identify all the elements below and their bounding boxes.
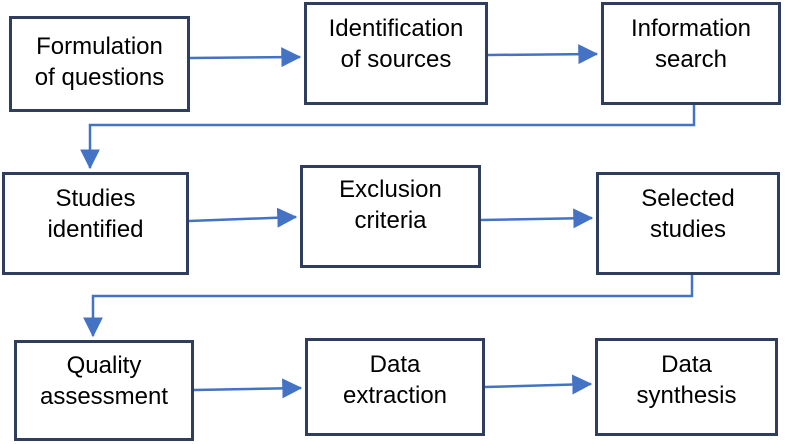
step-label: Studies identified: [47, 184, 144, 243]
step-label: Data synthesis: [636, 351, 737, 409]
step-label: Formulation of questions: [34, 33, 165, 91]
step-data-extraction: Data extraction: [305, 338, 485, 436]
arrow-step6-to-step7: [83, 275, 694, 338]
step-information-search: Information search: [601, 2, 781, 105]
step-quality-assessment: Quality assessment: [14, 340, 194, 441]
arrow-step8-to-step9: [484, 374, 593, 395]
step-selected-studies: Selected studies: [596, 172, 780, 275]
step-label: Identification of sources: [328, 14, 464, 73]
step-label: Data extraction: [342, 351, 448, 409]
arrow-step5-to-step6: [480, 208, 594, 229]
step-exclusion-criteria: Exclusion criteria: [300, 165, 481, 268]
arrow-step3-to-step4: [80, 105, 696, 170]
arrow-step1-to-step2: [189, 47, 302, 68]
step-label: Selected studies: [641, 184, 735, 243]
step-identification-of-sources: Identification of sources: [304, 2, 488, 105]
arrow-step4-to-step5: [188, 207, 298, 228]
step-studies-identified: Studies identified: [2, 172, 189, 275]
step-data-synthesis: Data synthesis: [595, 338, 778, 436]
step-formulation-of-questions: Formulation of questions: [9, 16, 190, 112]
step-label: Quality assessment: [39, 351, 169, 410]
arrow-step2-to-step3: [487, 44, 599, 65]
arrow-step7-to-step8: [193, 378, 303, 399]
step-label: Information search: [630, 14, 752, 73]
step-label: Exclusion criteria: [339, 175, 442, 234]
